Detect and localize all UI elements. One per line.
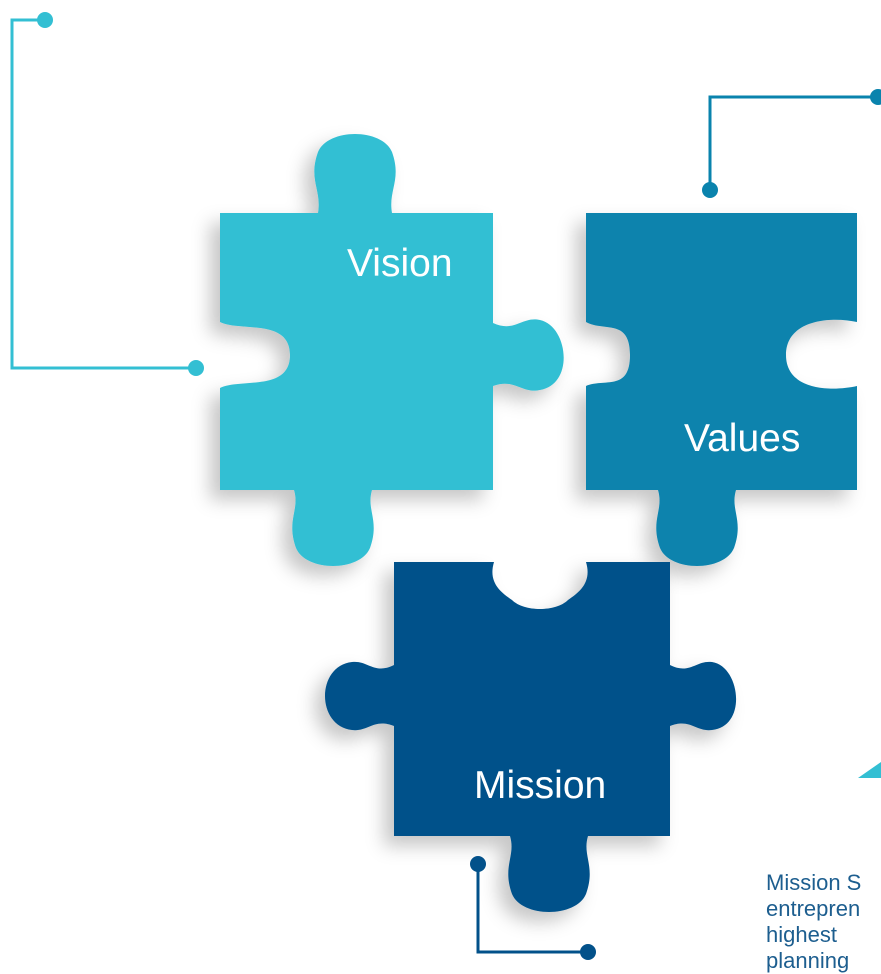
vision-label: Vision <box>347 242 453 285</box>
values-label: Values <box>684 417 801 460</box>
accent-triangle <box>858 762 881 778</box>
mission-statement-text: Mission S entrepren highest planning <box>766 870 881 974</box>
mission-label: Mission <box>474 764 607 807</box>
mission-puzzle-piece <box>325 562 737 912</box>
mission-statement-line: highest <box>766 922 837 947</box>
vision-connector <box>10 12 204 376</box>
mission-connector <box>470 856 596 960</box>
mission-statement-line: Mission S <box>766 870 862 895</box>
values-connector <box>702 89 881 198</box>
mission-statement-line: planning <box>766 948 850 973</box>
values-puzzle-piece <box>586 213 857 566</box>
mission-statement-line: entrepren <box>766 896 861 921</box>
vision-puzzle-piece <box>220 134 564 566</box>
